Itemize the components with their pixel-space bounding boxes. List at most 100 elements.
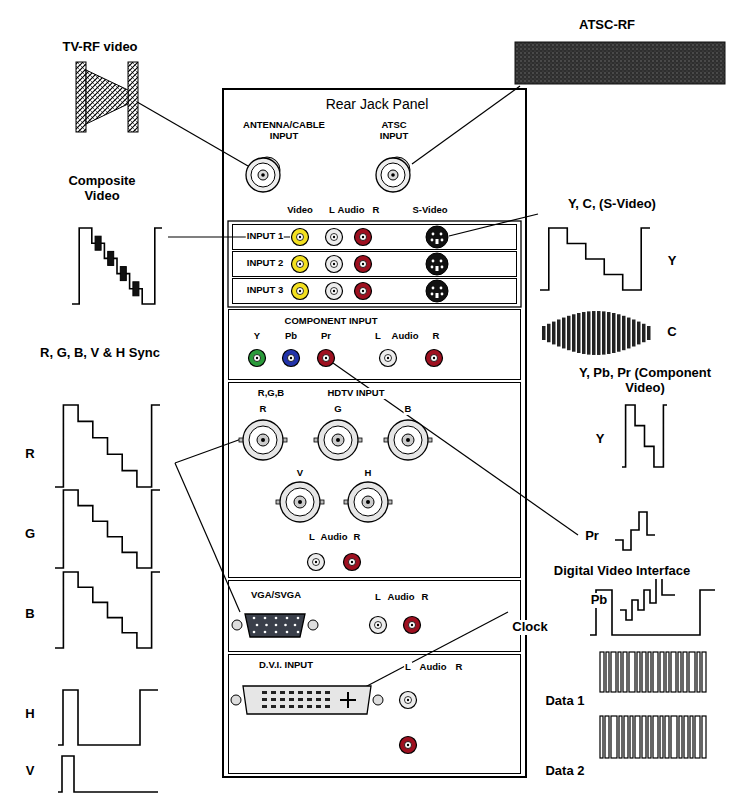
data-wave: [629, 652, 635, 692]
vsync-wave: [58, 756, 158, 792]
data-wave: [642, 652, 646, 692]
signal-label: Y: [595, 432, 606, 447]
jack-label: Pr: [320, 331, 332, 342]
rca-jack: [400, 692, 417, 709]
bnc-jack: [261, 438, 265, 442]
dvi-screw: [373, 695, 383, 705]
dvi-pin: [316, 698, 321, 701]
rca-jack: [315, 561, 317, 563]
data-wave: [635, 716, 640, 758]
bnc-jack: [318, 420, 358, 460]
luma-wave: [622, 405, 667, 467]
data-wave: [653, 652, 658, 692]
atsc-band: [515, 42, 725, 84]
jack-label: H: [364, 468, 373, 479]
f-connector: [381, 163, 405, 187]
dvi-connector: [243, 686, 371, 714]
data-wave: [611, 716, 617, 758]
bnc-jack: [394, 426, 422, 454]
rf-bar: [128, 62, 138, 132]
clock-wave: [590, 590, 715, 635]
f-connector: [391, 173, 395, 177]
vga-pin: [297, 631, 300, 634]
dvi-pin: [289, 705, 294, 708]
vga-screw: [232, 620, 242, 630]
vga-pin: [264, 617, 267, 620]
svideo-jack: [426, 280, 448, 302]
jack-label: L: [308, 532, 316, 543]
rca-jack: [283, 350, 300, 367]
rca-jack: [387, 357, 389, 359]
svideo-pin: [440, 287, 443, 290]
signal-label: B: [24, 607, 35, 622]
svideo-pin: [440, 233, 443, 236]
rca-jack: [325, 357, 327, 359]
chroma-wave: [597, 311, 601, 355]
vga-pin: [253, 617, 256, 620]
rca-jack: [326, 229, 343, 246]
red-wave: [55, 405, 160, 487]
rca-jack: [377, 624, 379, 626]
section-label: R,G,B: [257, 388, 285, 399]
rca-jack: [333, 236, 335, 238]
signal-label: Composite Video: [55, 174, 149, 204]
chroma-wave: [607, 312, 611, 354]
signal-label: Digital Video Interface: [553, 564, 691, 579]
vga-screw: [308, 620, 318, 630]
signal-label: TV-RF video: [61, 40, 138, 55]
rca-jack: [299, 236, 301, 238]
signal-label: Y, C, (S-Video): [567, 197, 657, 212]
svideo-pin: [440, 260, 443, 263]
rca-jack: [351, 561, 353, 563]
jack-label: S-Video: [411, 205, 448, 216]
dvi-pin: [298, 705, 303, 708]
svideo-pin: [432, 287, 435, 290]
rca-jack: [313, 559, 320, 566]
section-label: COMPONENT INPUT: [284, 316, 379, 327]
vga-pin: [286, 631, 289, 634]
dvi-pin: [307, 691, 312, 694]
jack-label: Audio: [387, 592, 416, 603]
jack-label: R: [353, 532, 362, 543]
f-connector: [261, 173, 265, 177]
section-box: R,G,BHDTV INPUT: [228, 382, 521, 578]
rca-jack: [360, 234, 367, 241]
svideo-pin: [432, 260, 435, 263]
dvi-pin: [289, 698, 294, 701]
chroma-wave: [542, 326, 546, 340]
bnc-jack: [362, 496, 374, 508]
rca-jack: [362, 290, 364, 292]
section-box: VGA/SVGA: [228, 580, 521, 652]
dvi-pin: [271, 698, 276, 701]
dvi-pin: [340, 692, 356, 708]
signal-label: G: [24, 527, 36, 542]
signal-label: Y, Pb, Pr (Component Video): [574, 366, 716, 396]
rca-jack: [318, 350, 335, 367]
data-wave: [642, 716, 646, 758]
chroma-wave: [557, 319, 561, 346]
signal-label: R: [24, 447, 35, 462]
bnc-jack: [406, 438, 410, 442]
vga-pin: [294, 624, 297, 627]
data-wave: [689, 652, 695, 692]
green-wave: [55, 490, 160, 568]
vga-pin: [253, 631, 256, 634]
svideo-key: [436, 293, 439, 298]
leader-line: [175, 463, 240, 612]
data-wave: [619, 716, 622, 758]
jack-label: G: [333, 404, 342, 415]
dvi-pin: [280, 691, 285, 694]
rca-jack: [407, 699, 409, 701]
dvi-pin: [262, 705, 267, 708]
bnc-jack: [257, 434, 269, 446]
jack-label: R: [432, 331, 441, 342]
input-row: INPUT 2: [232, 251, 517, 277]
input-row: INPUT 3: [232, 278, 517, 304]
data-wave: [660, 652, 664, 692]
rca-jack: [411, 624, 413, 626]
f-connector: [376, 158, 410, 192]
dvi-pin: [325, 705, 330, 708]
rca-jack: [333, 290, 335, 292]
rca-jack: [431, 355, 438, 362]
